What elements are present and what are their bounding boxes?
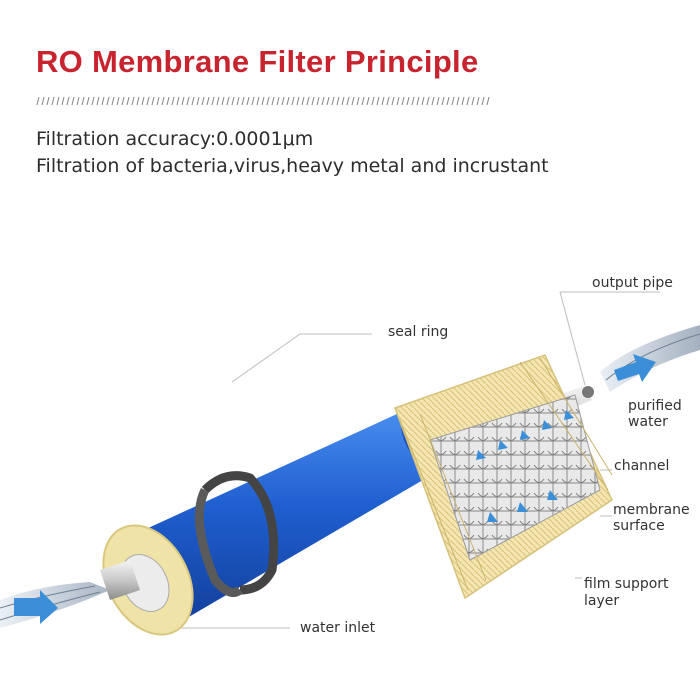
label-water-inlet: water inlet — [300, 620, 376, 636]
channel-flow-arrows — [476, 410, 574, 522]
label-channel: channel — [614, 458, 670, 474]
membrane-housing — [122, 408, 440, 625]
channel-mesh — [429, 394, 601, 561]
label-purified: purified — [628, 398, 682, 414]
label-membrane: membrane — [613, 502, 690, 518]
inlet-pipe — [100, 560, 140, 600]
outlet-water-stream — [600, 325, 700, 392]
label-film-support: film support — [584, 576, 669, 592]
label-seal-ring: seal ring — [388, 324, 449, 340]
diagram-title: RO Membrane Filter Principle — [36, 44, 479, 79]
filtration-scope-text: Filtration of bacteria,virus,heavy metal… — [36, 155, 549, 177]
outlet-flow-arrow-icon — [614, 354, 656, 382]
label-output-pipe: output pipe — [592, 275, 673, 291]
hatch-divider — [36, 96, 491, 106]
label-layer: layer — [584, 593, 620, 609]
layer-lines — [399, 357, 613, 591]
inlet-flow-arrow-icon — [14, 590, 58, 624]
label-surface: surface — [613, 518, 665, 534]
seal-ring — [201, 471, 279, 595]
label-water: water — [628, 414, 668, 430]
filtration-accuracy-text: Filtration accuracy:0.0001μm — [36, 128, 314, 150]
